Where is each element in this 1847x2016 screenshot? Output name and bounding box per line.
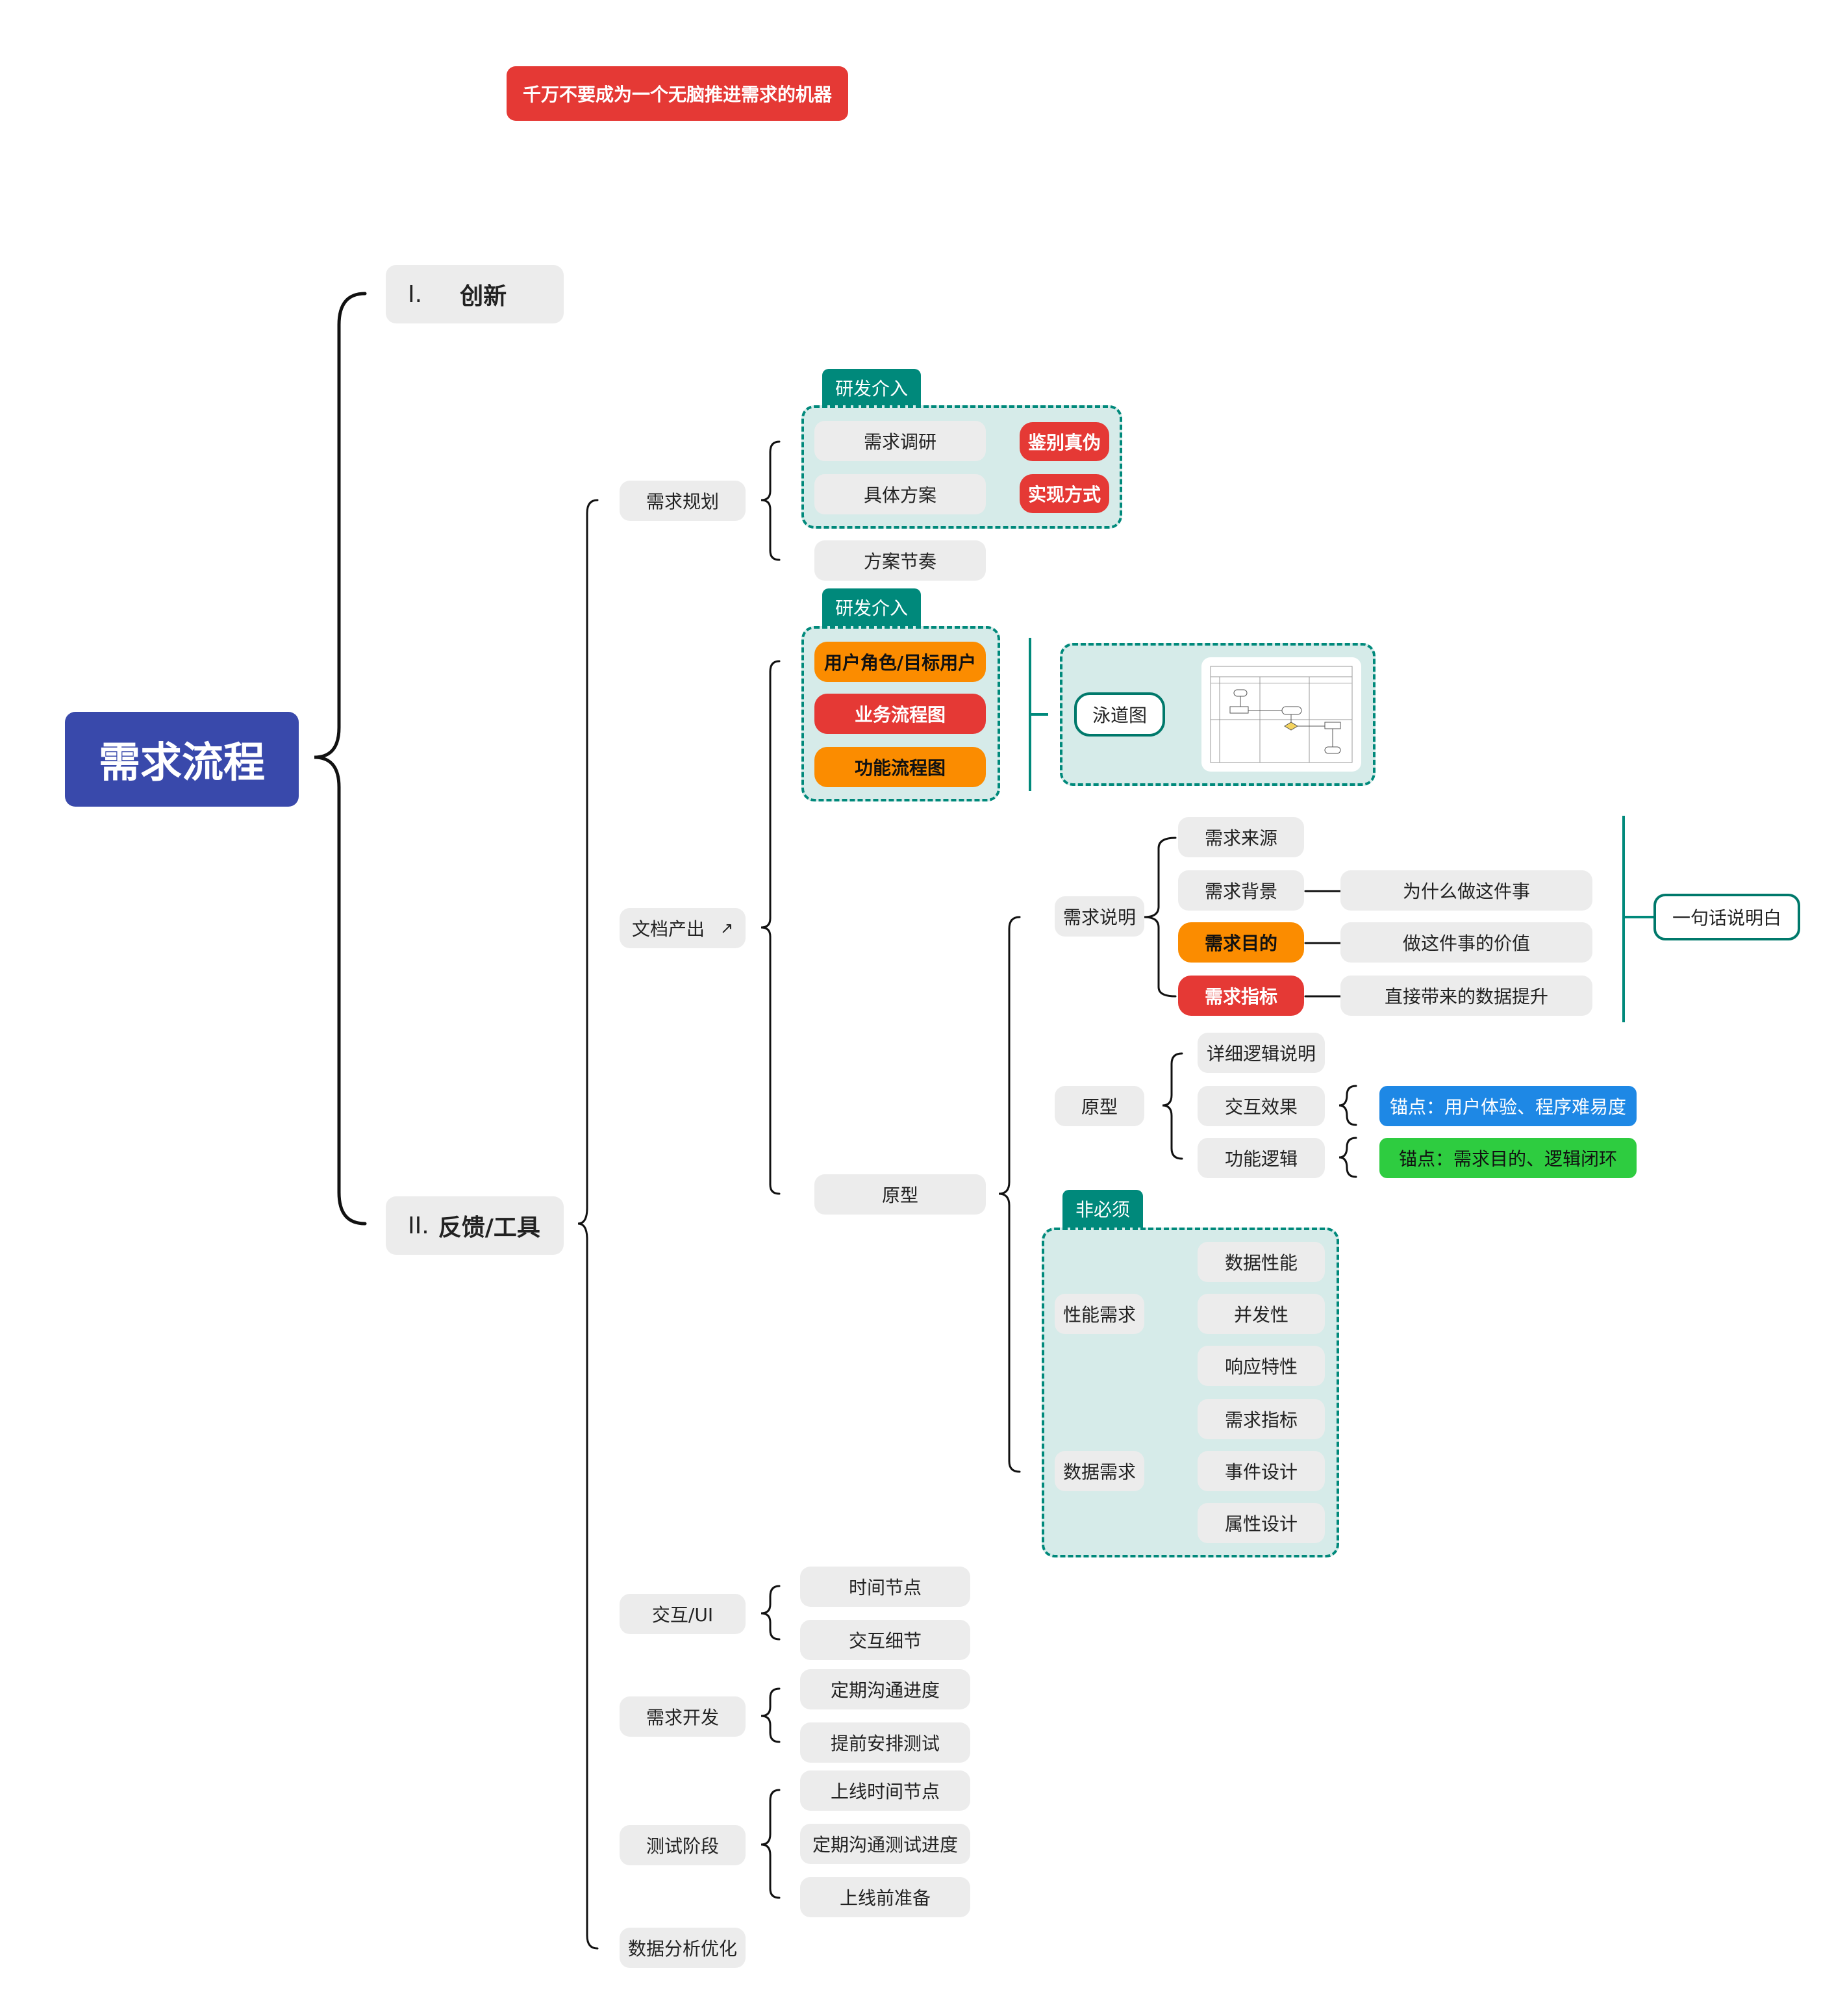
note-why[interactable]: 为什么做这件事 <box>1340 870 1592 911</box>
proto-function-logic[interactable]: 功能逻辑 <box>1198 1138 1325 1178</box>
banner-note[interactable]: 千万不要成为一个无脑推进需求的机器 <box>507 66 848 121</box>
desc-background[interactable]: 需求背景 <box>1178 870 1304 911</box>
section-num: II. <box>408 1212 429 1239</box>
ui-detail[interactable]: 交互细节 <box>800 1620 970 1660</box>
swimlane-node[interactable]: 泳道图 <box>1074 692 1165 737</box>
desc-source[interactable]: 需求来源 <box>1178 817 1304 857</box>
perf-response[interactable]: 响应特性 <box>1198 1346 1325 1386</box>
note-verify[interactable]: 鉴别真伪 <box>1020 422 1109 461</box>
section-innovation[interactable]: I. 创新 <box>386 265 564 323</box>
anchor-ux[interactable]: 锚点：用户体验、程序难易度 <box>1379 1086 1637 1126</box>
optional-tag: 非必须 <box>1062 1190 1143 1228</box>
desc-node[interactable]: 需求说明 <box>1055 896 1144 937</box>
docs-node[interactable]: 文档产出 ↗ <box>620 908 746 948</box>
desc-metric[interactable]: 需求指标 <box>1178 976 1304 1016</box>
note-value[interactable]: 做这件事的价值 <box>1340 922 1592 963</box>
planning-node[interactable]: 需求规划 <box>620 481 746 521</box>
section-feedback-tools[interactable]: II. 反馈/工具 <box>386 1196 564 1255</box>
data-event[interactable]: 事件设计 <box>1198 1451 1325 1491</box>
ui-node[interactable]: 交互/UI <box>620 1594 746 1634</box>
note-data-gain[interactable]: 直接带来的数据提升 <box>1340 976 1592 1016</box>
section-num: I. <box>408 281 423 308</box>
dev-test-plan[interactable]: 提前安排测试 <box>800 1722 970 1763</box>
planning-rhythm[interactable]: 方案节奏 <box>814 540 986 581</box>
data-metric[interactable]: 需求指标 <box>1198 1399 1325 1439</box>
external-link-icon[interactable]: ↗ <box>720 919 734 937</box>
test-prep[interactable]: 上线前准备 <box>800 1877 970 1917</box>
section-label: 反馈/工具 <box>438 1215 540 1241</box>
proto-interaction[interactable]: 交互效果 <box>1198 1086 1325 1126</box>
data-node[interactable]: 数据需求 <box>1055 1451 1144 1491</box>
analysis-node[interactable]: 数据分析优化 <box>620 1928 746 1968</box>
section-label: 创新 <box>460 283 507 310</box>
swimlane-diagram-icon <box>1210 666 1353 763</box>
desc-goal[interactable]: 需求目的 <box>1178 922 1304 963</box>
planning-research[interactable]: 需求调研 <box>814 421 986 461</box>
perf-node[interactable]: 性能需求 <box>1055 1294 1144 1334</box>
summary-node[interactable]: 一句话说明白 <box>1653 894 1800 940</box>
dev-node[interactable]: 需求开发 <box>620 1696 746 1737</box>
anchor-goal[interactable]: 锚点：需求目的、逻辑闭环 <box>1379 1138 1637 1178</box>
test-node[interactable]: 测试阶段 <box>620 1825 746 1865</box>
note-implementation[interactable]: 实现方式 <box>1020 474 1109 513</box>
docs-function-flow[interactable]: 功能流程图 <box>814 747 986 787</box>
ui-time-node[interactable]: 时间节点 <box>800 1567 970 1607</box>
swimlane-thumbnail[interactable] <box>1201 657 1361 772</box>
dev-sync[interactable]: 定期沟通进度 <box>800 1669 970 1709</box>
docs-user-role[interactable]: 用户角色/目标用户 <box>814 642 986 682</box>
dev-involved-tag: 研发介入 <box>822 588 921 626</box>
data-property[interactable]: 属性设计 <box>1198 1503 1325 1543</box>
perf-data[interactable]: 数据性能 <box>1198 1242 1325 1282</box>
test-sync[interactable]: 定期沟通测试进度 <box>800 1824 970 1864</box>
test-launch-time[interactable]: 上线时间节点 <box>800 1770 970 1811</box>
root-node[interactable]: 需求流程 <box>65 712 299 807</box>
proto-node[interactable]: 原型 <box>1055 1086 1144 1126</box>
docs-label: 文档产出 <box>631 918 705 940</box>
docs-business-flow[interactable]: 业务流程图 <box>814 694 986 734</box>
dev-involved-tag: 研发介入 <box>822 369 921 407</box>
proto-logic-detail[interactable]: 详细逻辑说明 <box>1198 1033 1325 1073</box>
perf-concurrency[interactable]: 并发性 <box>1198 1294 1325 1334</box>
docs-prototype[interactable]: 原型 <box>814 1174 986 1215</box>
planning-solution[interactable]: 具体方案 <box>814 474 986 514</box>
optional-group <box>1042 1228 1339 1557</box>
